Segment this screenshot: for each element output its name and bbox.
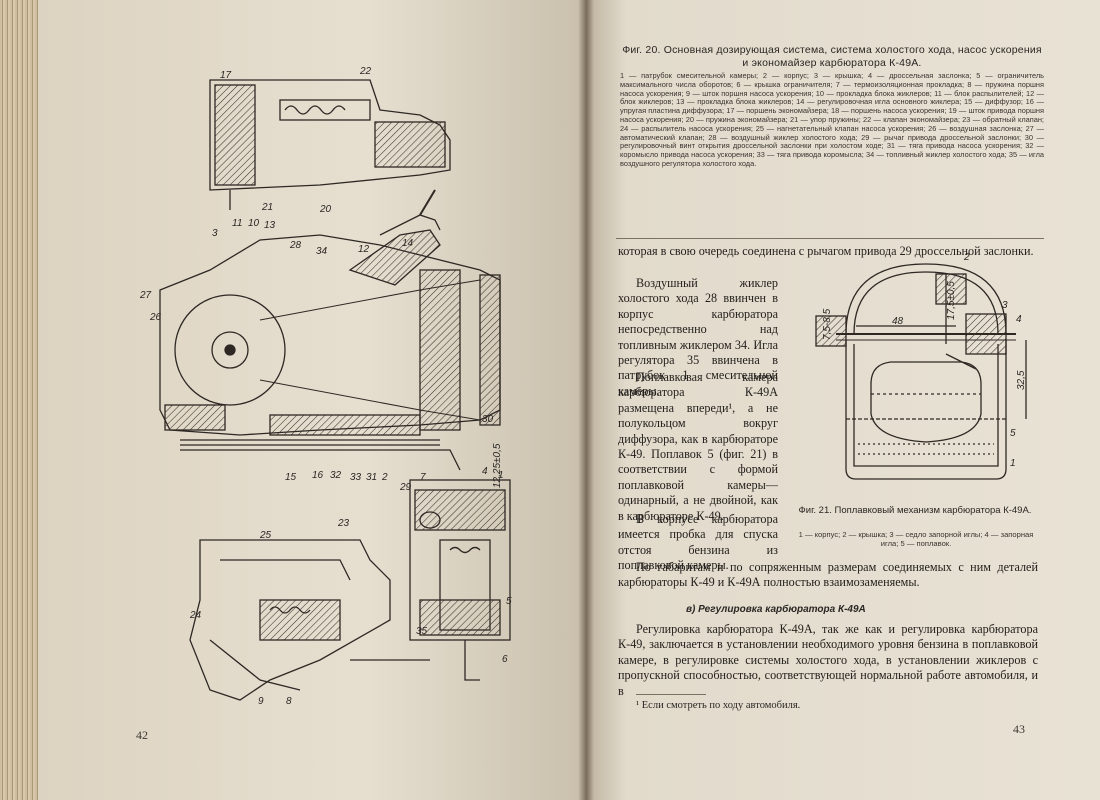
fig21-float-mechanism-drawing: 2 7,5-8,5 17,5±0,5 48 3 4 32,5 5 1 [815,252,1027,480]
callout-label: 33 [350,472,362,483]
callout-label: 2 [381,472,388,483]
callout-label: 11 [232,218,242,229]
callout-label: 17 [220,70,232,81]
paragraph-column-2: Поплавковая камера карбюратора К-49А раз… [618,370,778,523]
callout-label: 12 [358,244,370,255]
fig21-callout: 5 [1010,428,1016,439]
divider-rule [616,238,1044,239]
callout-label: 28 [289,240,302,251]
callout-label: 13 [264,220,276,231]
callout-label: 8 [286,696,292,707]
callout-label: 32 [330,470,342,481]
right-page [586,0,1100,800]
callout-label: 5 [506,596,512,607]
fig21-callout: 4 [1016,314,1022,325]
callout-label: 4 [482,466,488,477]
fig21-callout: 17,5±0,5 [946,281,957,320]
paragraph-column-3: В корпусе карбюратора имеется пробка для… [618,512,778,573]
paragraph-column-1: Воздушный жиклер холостого хода 28 ввинч… [618,276,778,398]
fig21-callout: 1 [1010,458,1016,469]
callout-label: 1 [498,470,504,481]
footnote-rule [636,694,706,695]
callout-label: 23 [337,518,350,529]
fig21-legend: 1 — корпус; 2 — крышка; 3 — седло запорн… [798,530,1034,549]
callout-label: 3 [212,228,218,239]
page-number-right: 43 [1013,722,1025,736]
callout-label: 16 [312,470,324,481]
paragraph-adjustment: Регулировка карбюратора К-49А, так же ка… [618,622,1038,698]
callout-label: 9 [258,696,264,707]
fig21-callout: 2 [963,252,970,263]
fig21-callout: 3 [1002,300,1008,311]
fig20-caption: Фиг. 20. Основная дозирующая система, си… [622,44,1042,69]
page-edges [0,0,38,800]
callout-label: 22 [359,66,372,77]
fig21-callout: 32,5 [1016,370,1027,390]
fig21-callout: 7,5-8,5 [822,308,833,340]
callout-label: 25 [259,530,272,541]
fig21-callout: 48 [892,316,904,327]
callout-label: 21 [261,202,273,213]
callout-label: 10 [248,218,260,229]
callout-label: 34 [316,246,328,257]
fig20-legend: 1 — патрубок смесительной камеры; 2 — ко… [620,71,1044,168]
footnote: ¹ Если смотреть по ходу автомобиля. [636,700,801,711]
book-gutter [578,0,594,800]
section-heading: в) Регулировка карбюратора К-49А [686,604,866,615]
callout-label: 6 [502,654,508,665]
callout-label: 30 [482,414,494,425]
callout-label: 14 [402,238,414,249]
callout-label: 15 [285,472,297,483]
callout-label: 26 [149,312,162,323]
callout-label: 20 [319,204,332,215]
callout-label: 29 [399,482,412,493]
page-number-left: 42 [136,728,148,742]
callout-label: 35 [416,626,428,637]
callout-label: 12,25±0,5 [492,443,503,488]
fig21-caption: Фиг. 21. Поплавковый механизм карбюратор… [798,505,1032,516]
fig20-carburetor-drawing: 17 22 21 20 3 11 10 13 28 34 12 14 27 26… [139,66,512,707]
callout-label: 27 [139,290,152,301]
callout-label: 31 [366,472,377,483]
paragraph-top: которая в свою очередь соединена с рычаг… [618,244,1034,258]
paragraph-interchangeable: По габаритам и по сопряженным размерам с… [618,560,1038,590]
callout-label: 7 [420,472,426,483]
callout-label: 24 [189,610,202,621]
